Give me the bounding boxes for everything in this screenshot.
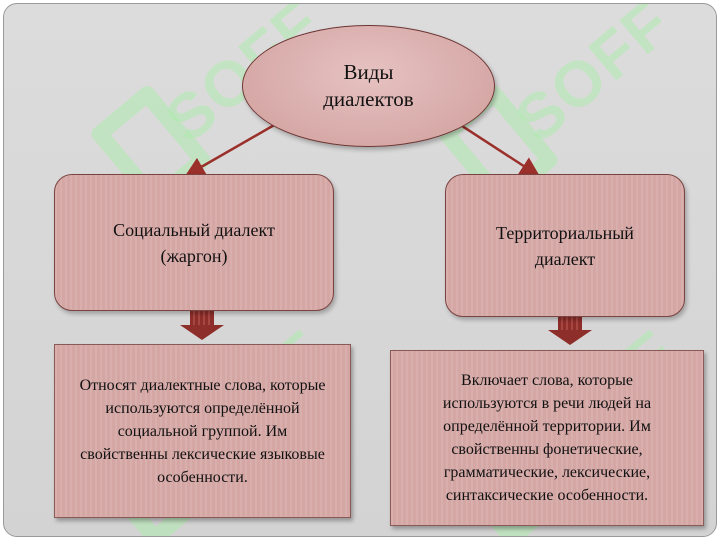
root-node-label-line2: диалектов [323,87,414,111]
arrow-root-to-social [184,122,277,177]
root-node-label-line1: Виды [343,60,394,84]
territorial-description-line: свойственны фонетические, [451,441,643,458]
root-node: Виды диалектов [242,25,495,147]
territorial-dialect-title-line2: диалект [534,248,596,269]
territorial-description-line: синтаксические особенности. [445,487,649,504]
social-description-line: особенности. [157,468,248,486]
social-description-line: социальной группой. Им [117,422,288,440]
territorial-dialect-title-line1: Территориальный [496,222,634,243]
social-dialect-node: Социальный диалект (жаргон) [54,174,334,311]
territorial-description-line: определённой территории. Им [443,418,651,435]
block-arrow-left-icon [180,311,224,340]
block-arrow-right-icon [548,316,592,345]
social-description-line: Относят диалектные слова, которые [79,376,326,394]
connector-layer [180,122,592,345]
territorial-dialect-node: Территориальный диалект [445,174,685,317]
slide-background: SOFF SOFF SOFF SOFF [3,3,717,537]
arrow-root-to-territorial [458,122,541,177]
territorial-description-line: Включает слова, которые [461,372,633,389]
social-dialect-title-line2: (жаргон) [160,245,228,266]
social-dialect-description: Относят диалектные слова, которые исполь… [54,344,351,518]
social-dialect-title-line1: Социальный диалект [113,219,275,240]
social-description-line: свойственны лексические языковые [80,445,325,463]
territorial-description-line: грамматические, лексические, [443,464,651,481]
social-description-line: используются определённой [105,399,300,417]
territorial-description-line: используются в речи людей на [442,395,652,412]
territorial-dialect-description: Включает слова, которые используются в р… [390,350,704,526]
